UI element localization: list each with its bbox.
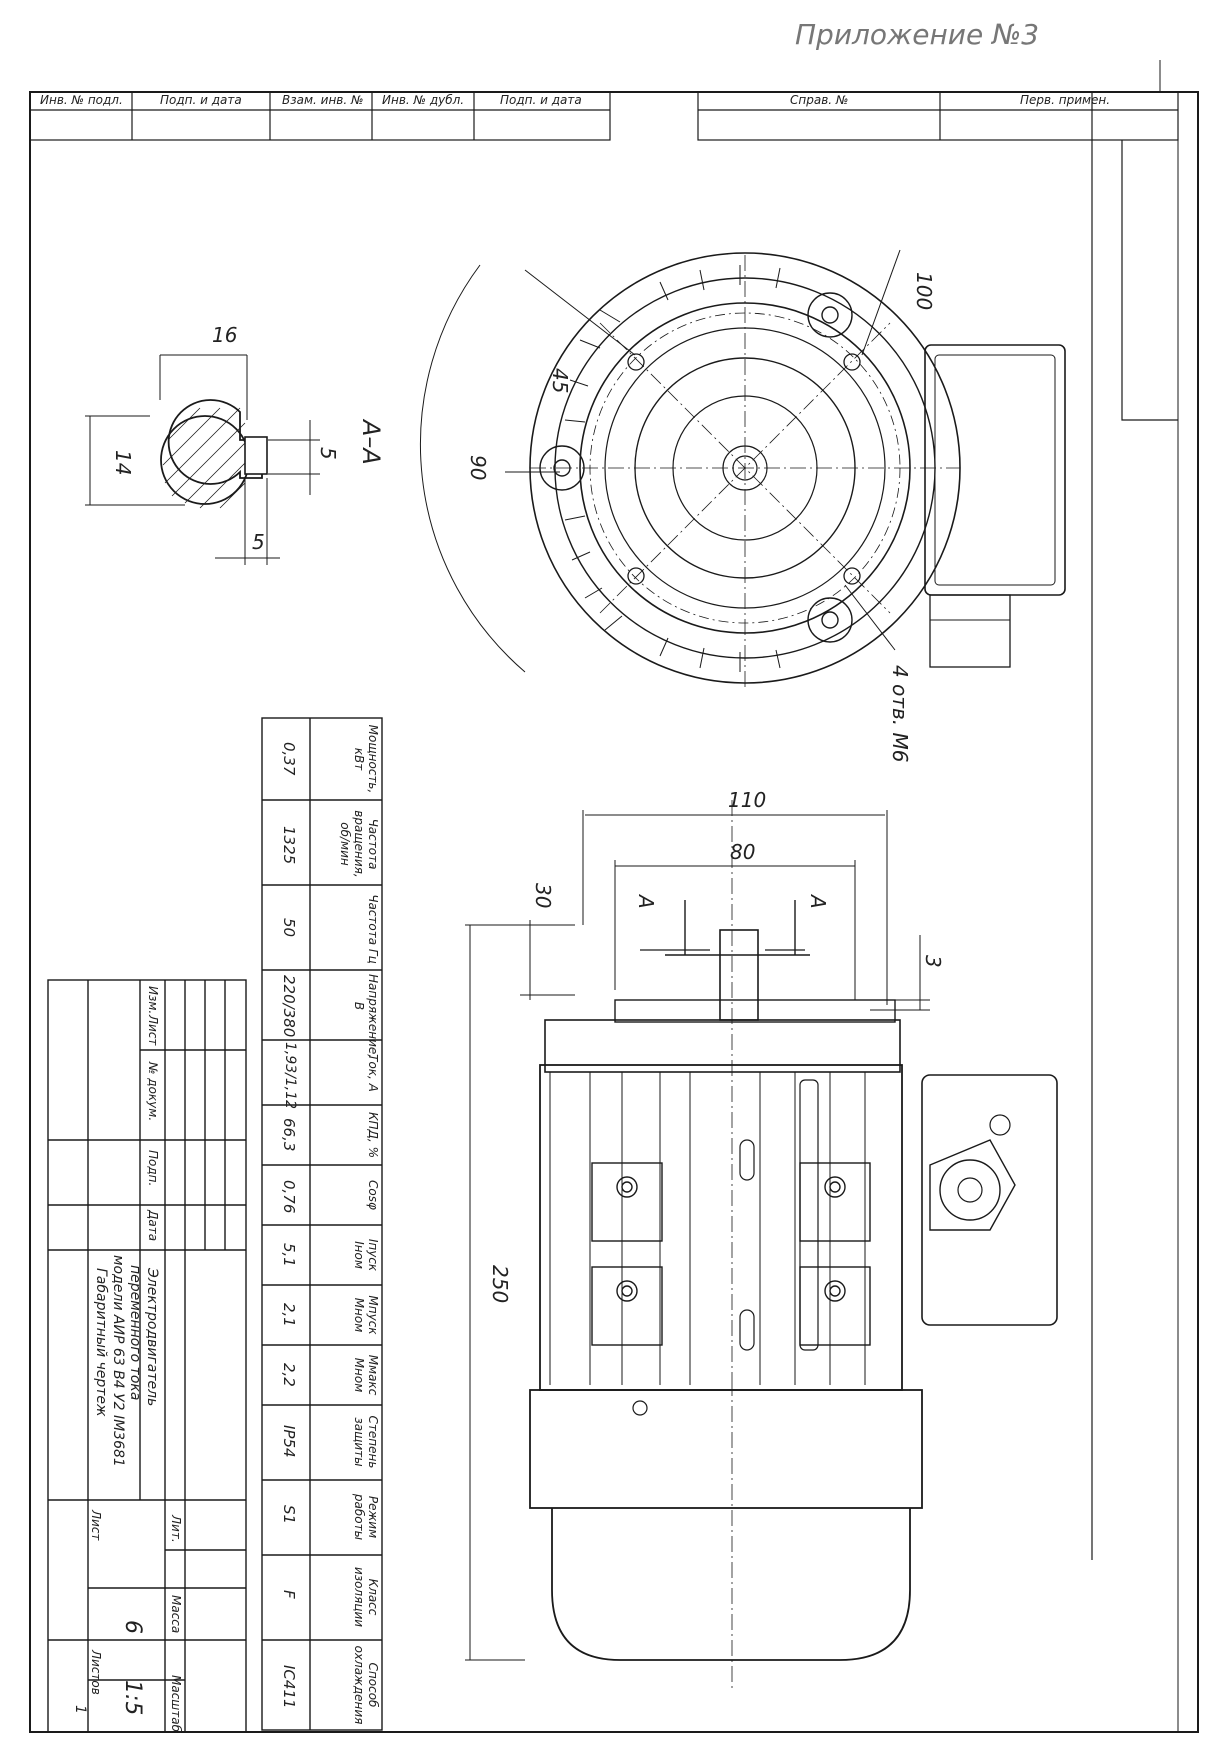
spec-value-insulation: F bbox=[280, 1590, 298, 1599]
side-dim-gap: 3 bbox=[921, 955, 945, 968]
front-dim-flange: 100 bbox=[912, 272, 936, 311]
stamp-podp-data-2: Подп. и дата bbox=[500, 93, 582, 107]
appendix-note: Приложение №3 bbox=[795, 18, 1040, 51]
front-view bbox=[419, 249, 1066, 690]
section-label: А–А bbox=[357, 420, 385, 465]
spec-value-power: 0,37 bbox=[280, 742, 298, 776]
tb-scale-label: Масштаб bbox=[169, 1675, 183, 1733]
side-dim-overall: 110 bbox=[728, 788, 767, 812]
section-mark-left: А bbox=[634, 895, 658, 909]
front-holes-callout: 4 отв. М6 bbox=[888, 665, 912, 763]
section-dim-key-width: 5 bbox=[252, 530, 265, 554]
tb-mass-label: Масса bbox=[169, 1595, 183, 1634]
spec-header-duty: Режим работы bbox=[352, 1493, 380, 1541]
spec-table-grid bbox=[261, 717, 383, 1731]
spec-header-frequency: Частота Гц bbox=[366, 894, 380, 964]
spec-header-voltage: Напряжение, В bbox=[352, 974, 380, 1059]
spec-header-istart: Iпуск Iном bbox=[352, 1238, 380, 1272]
section-dim-key-depth: 5 bbox=[316, 447, 340, 460]
rev-header-date: Дата bbox=[146, 1210, 160, 1242]
side-view bbox=[465, 800, 1058, 1690]
tb-scale-value: 1:5 bbox=[120, 1680, 145, 1716]
spec-header-cooling: Способ охлаждения bbox=[352, 1645, 380, 1725]
stamp-podp-data: Подп. и дата bbox=[160, 93, 242, 107]
spec-value-mstart: 2,1 bbox=[280, 1303, 298, 1327]
spec-header-speed: Частота вращения, об/мин bbox=[338, 810, 380, 878]
spec-header-efficiency: КПД, % bbox=[366, 1112, 380, 1158]
spec-value-protection: IP54 bbox=[280, 1425, 298, 1458]
title-line-3: модели АИР 63 В4 У2 IM3681 bbox=[110, 1255, 126, 1467]
spec-value-istart: 5,1 bbox=[280, 1243, 298, 1267]
front-dim-angle: 45 bbox=[548, 368, 572, 394]
stamp-inv-podl: Инв. № подл. bbox=[40, 93, 123, 107]
side-dim-inner: 80 bbox=[730, 840, 756, 864]
section-dim-width: 16 bbox=[212, 323, 238, 347]
spec-value-voltage: 220/380 bbox=[280, 975, 298, 1038]
spec-header-power: Мощность, кВт bbox=[352, 724, 380, 794]
stamp-perv-primen: Перв. примен. bbox=[1020, 93, 1111, 107]
section-dim-height: 14 bbox=[111, 450, 135, 476]
rev-header-doc: № докум. bbox=[146, 1062, 160, 1122]
spec-header-insulation: Класс изоляции bbox=[352, 1566, 380, 1628]
sheet-frame bbox=[29, 91, 1199, 1733]
title-line-1: Электродвигатель bbox=[144, 1268, 160, 1407]
spec-value-current: 1,93/1,12 bbox=[282, 1042, 298, 1110]
spec-header-current: Ток, А bbox=[366, 1054, 380, 1092]
stamp-vzam-inv: Взам. инв. № bbox=[282, 93, 364, 107]
title-line-2: переменного тока bbox=[127, 1265, 143, 1401]
spec-header-protection: Степень защиты bbox=[352, 1415, 380, 1469]
tb-lit-label: Лит. bbox=[169, 1515, 183, 1543]
title-line-4: Габаритный чертеж bbox=[93, 1268, 109, 1417]
side-dim-length: 250 bbox=[488, 1265, 512, 1304]
front-dim-pcd: 90 bbox=[466, 455, 490, 481]
side-dim-shaft: 30 bbox=[531, 883, 555, 909]
spec-value-frequency: 50 bbox=[280, 918, 298, 938]
stamp-inv-dubl: Инв. № дубл. bbox=[382, 93, 465, 107]
tb-sheets-value: 1 bbox=[72, 1705, 88, 1714]
section-mark-right: А bbox=[806, 895, 830, 909]
spec-value-duty: S1 bbox=[280, 1505, 298, 1525]
spec-header-cosphi: Cosφ bbox=[366, 1180, 380, 1210]
spec-value-speed: 1325 bbox=[280, 826, 298, 865]
spec-value-efficiency: 66,3 bbox=[280, 1118, 298, 1152]
spec-value-cooling: IC411 bbox=[280, 1665, 298, 1709]
tb-sheet-label: Лист bbox=[89, 1510, 103, 1541]
tb-mass-value: 6 bbox=[120, 1620, 145, 1634]
spec-value-cosphi: 0,76 bbox=[280, 1180, 298, 1214]
spec-value-mmax: 2,2 bbox=[280, 1363, 298, 1387]
rev-header-izm: Изм. bbox=[146, 986, 160, 1015]
title-block-grid bbox=[47, 979, 247, 1733]
top-stamp bbox=[29, 91, 1179, 421]
rev-header-podp: Подп. bbox=[146, 1150, 160, 1187]
spec-header-mmax: Ммакс Мном bbox=[352, 1354, 380, 1396]
spec-header-mstart: Мпуск Мном bbox=[352, 1295, 380, 1335]
tb-sheets-label: Листов bbox=[89, 1650, 103, 1695]
section-a-a bbox=[85, 354, 320, 565]
rev-header-list: Лист bbox=[146, 1015, 160, 1046]
stamp-sprav: Справ. № bbox=[790, 93, 849, 107]
